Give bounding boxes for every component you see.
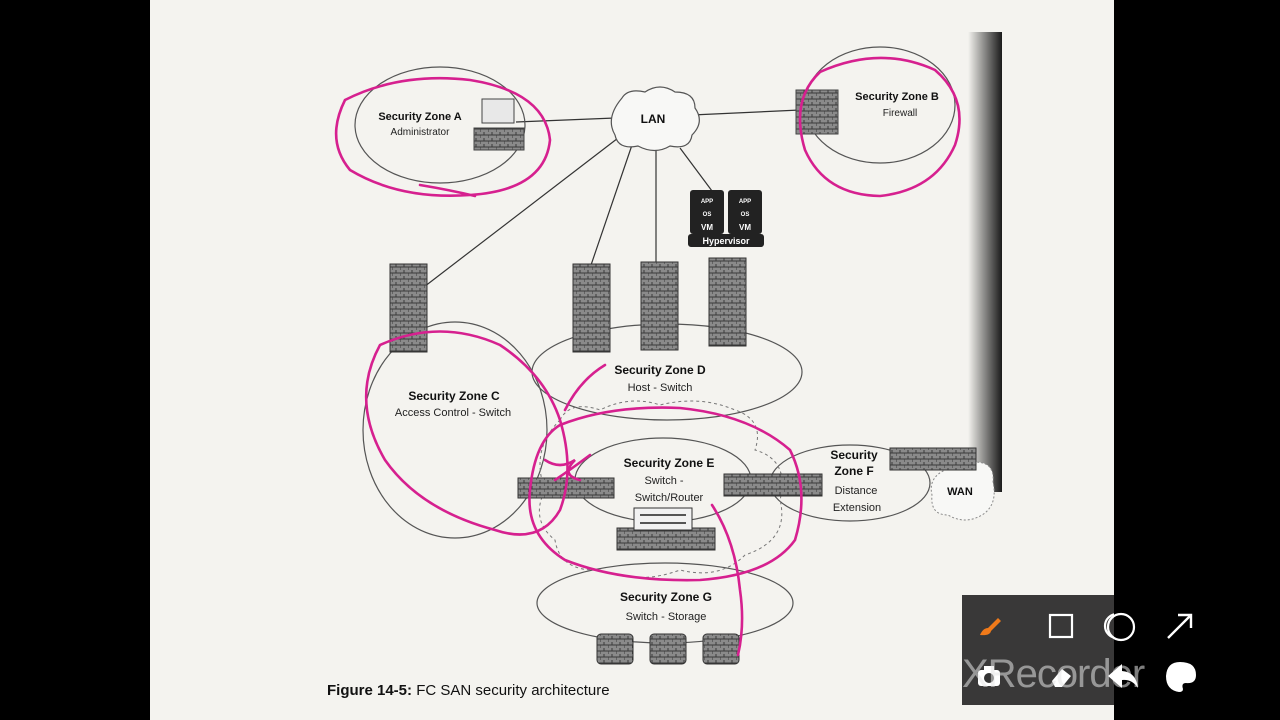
zone-a-ellipse [354, 66, 526, 184]
annotation-zone-b [798, 56, 961, 198]
zone-f-title-1: Security [830, 448, 878, 462]
server-zone-d-1 [572, 263, 611, 353]
zone-d-subtitle: Host - Switch [628, 382, 693, 394]
server-zone-d-3 [708, 257, 747, 347]
pen-tool-icon[interactable] [970, 607, 1008, 645]
vm-1-os: OS [703, 212, 712, 218]
annotation-zone-a [334, 76, 552, 198]
storage-1 [596, 633, 634, 665]
annotation-squiggle [543, 363, 607, 482]
zone-c-title: Security Zone C [408, 389, 500, 403]
caption-text: FC SAN security architecture [412, 682, 610, 699]
zone-e-title: Security Zone E [624, 456, 715, 470]
zone-c-ellipse [362, 321, 548, 539]
vm-2-os: OS [741, 212, 750, 218]
recorder-watermark: XRecorder [962, 652, 1145, 696]
server-zone-d-2 [640, 261, 679, 351]
vm-1: APP OS VM [690, 190, 724, 234]
router-arrows-box [633, 507, 693, 531]
zone-a-subtitle: Administrator [391, 127, 451, 138]
zone-e-subtitle-1: Switch - [644, 475, 683, 487]
hypervisor-bar [688, 234, 764, 247]
zone-g-subtitle: Switch - Storage [626, 611, 707, 623]
vm-2-vm: VM [739, 223, 751, 232]
circle-tool-icon[interactable] [1102, 607, 1114, 645]
admin-monitor [481, 98, 515, 124]
figure-caption: Figure 14-5: FC SAN security architectur… [327, 682, 610, 699]
wan-label: WAN [947, 486, 973, 498]
zone-b-title: Security Zone B [855, 91, 939, 103]
router-arrows [640, 514, 686, 524]
hypervisor-label: Hypervisor [702, 236, 750, 246]
vm-1-app: APP [701, 199, 713, 205]
switch-wan [889, 447, 977, 471]
zone-e-subtitle-2: Switch/Router [635, 492, 704, 504]
caption-bold: Figure 14-5: [327, 682, 412, 699]
annotation-zone-c [364, 330, 569, 536]
server-zone-c [389, 263, 428, 353]
san-cloud [538, 400, 783, 578]
annotation-storage-line [710, 503, 744, 657]
pen-annotations [334, 56, 961, 657]
vm-2: APP OS VM [728, 190, 762, 234]
vm-2-app: APP [739, 199, 751, 205]
zone-a-title: Security Zone A [378, 111, 461, 123]
lan-label: LAN [641, 112, 666, 126]
zone-b-subtitle: Firewall [883, 108, 917, 119]
zone-g-title: Security Zone G [620, 590, 712, 604]
vm-1-vm: VM [701, 223, 713, 232]
storage-3 [702, 633, 740, 665]
rectangle-tool-icon[interactable] [1042, 607, 1080, 645]
admin-keyboard [473, 127, 525, 151]
screen-recorder-toolbar [962, 595, 1114, 705]
zone-f-title-2: Zone F [834, 464, 873, 478]
eraser-tool-icon[interactable] [1042, 657, 1080, 695]
storage-2 [649, 633, 687, 665]
page-edge-shadow [968, 32, 1002, 492]
zone-f-subtitle-2: Extension [833, 502, 881, 514]
switch-zone-e-edge [723, 473, 823, 497]
zone-f-subtitle-1: Distance [835, 485, 878, 497]
zone-d-title: Security Zone D [614, 363, 706, 377]
lan-cloud [610, 86, 700, 152]
switch-zone-e-core [616, 527, 716, 551]
zone-c-subtitle: Access Control - Switch [395, 407, 511, 419]
annotation-zone-e [528, 406, 803, 582]
camera-tool-icon[interactable] [970, 657, 1008, 695]
network-links [419, 109, 801, 291]
